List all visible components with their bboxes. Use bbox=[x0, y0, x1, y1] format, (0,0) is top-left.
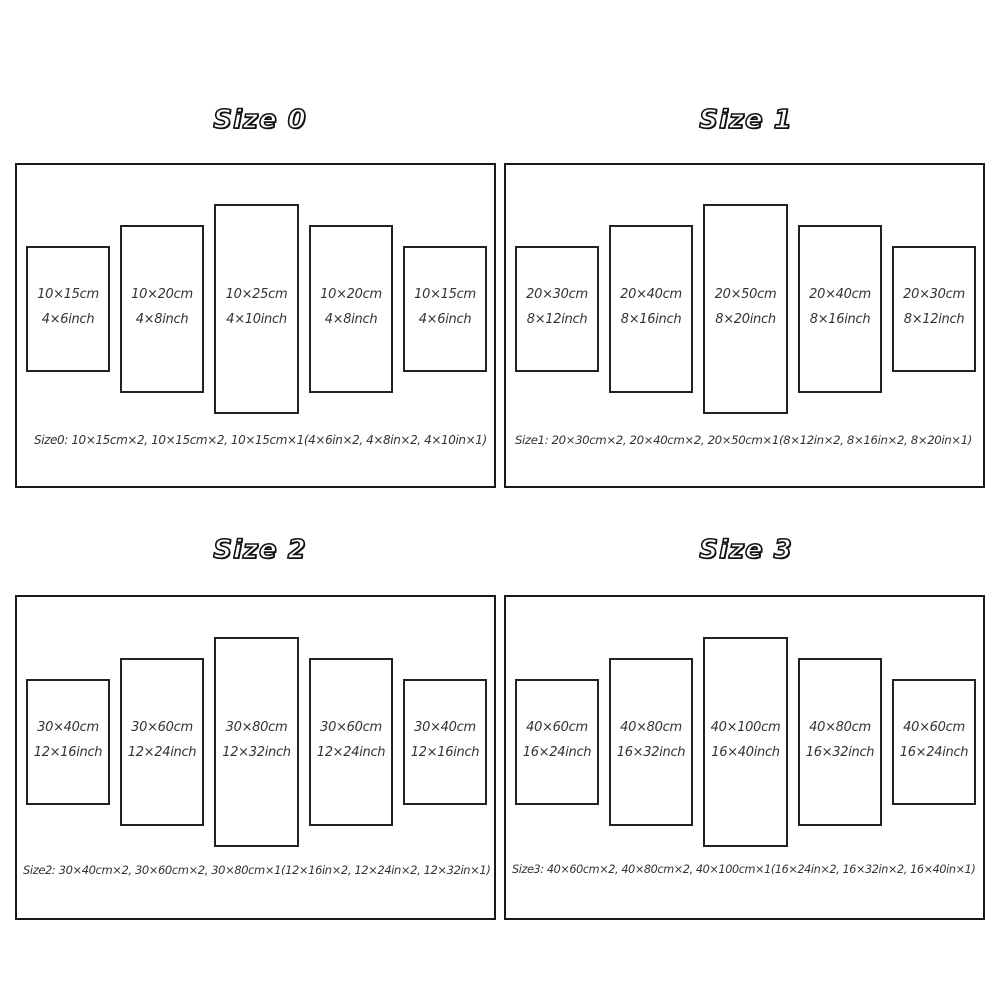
size-0-panel-4: 10×20cm 4×8inch bbox=[309, 225, 393, 393]
size-3-panel-5: 40×60cm 16×24inch bbox=[892, 679, 976, 805]
size-1-panel-1-cm: 20×30cm bbox=[526, 287, 588, 302]
size-1-panel-4-cm: 20×40cm bbox=[809, 287, 871, 302]
size-3-panel-3-cm: 40×100cm bbox=[710, 720, 781, 735]
size-3-panel-4: 40×80cm 16×32inch bbox=[798, 658, 882, 826]
size-1-panel-3: 20×50cm 8×20inch bbox=[703, 204, 788, 414]
size-0-panel-3: 10×25cm 4×10inch bbox=[214, 204, 299, 414]
size-3-panel-5-cm: 40×60cm bbox=[903, 720, 965, 735]
size-2-panel-3-cm: 30×80cm bbox=[225, 720, 288, 735]
size-0-summary: Size0: 10×15cm×2, 10×15cm×2, 10×15cm×1(4… bbox=[34, 433, 487, 447]
size-2-panel-5-inch: 12×16inch bbox=[410, 745, 480, 760]
size-1-panel-5-inch: 8×12inch bbox=[903, 312, 965, 327]
size-2-panel-1-inch: 12×16inch bbox=[33, 745, 103, 760]
size-0-panel-4-cm: 10×20cm bbox=[320, 287, 382, 302]
size-2-panel-1-cm: 30×40cm bbox=[37, 720, 99, 735]
size-2-frame: 30×40cm 12×16inch 30×60cm 12×24inch 30×8… bbox=[15, 595, 496, 920]
size-0-panel-2: 10×20cm 4×8inch bbox=[120, 225, 204, 393]
size-2-panel-2-cm: 30×60cm bbox=[131, 720, 193, 735]
size-3-panel-2: 40×80cm 16×32inch bbox=[609, 658, 693, 826]
section-title-size-2: Size 2 bbox=[212, 534, 307, 566]
size-2-panel-4-cm: 30×60cm bbox=[320, 720, 382, 735]
size-2-panel-2-inch: 12×24inch bbox=[127, 745, 197, 760]
size-2-panel-1: 30×40cm 12×16inch bbox=[26, 679, 110, 805]
size-1-panel-2-cm: 20×40cm bbox=[620, 287, 682, 302]
size-0-panel-5-cm: 10×15cm bbox=[414, 287, 476, 302]
size-3-panel-1-inch: 16×24inch bbox=[522, 745, 592, 760]
size-1-panel-1: 20×30cm 8×12inch bbox=[515, 246, 599, 372]
size-2-panel-4: 30×60cm 12×24inch bbox=[309, 658, 393, 826]
size-1-panel-4: 20×40cm 8×16inch bbox=[798, 225, 882, 393]
size-0-frame: 10×15cm 4×6inch 10×20cm 4×8inch 10×25cm … bbox=[15, 163, 496, 488]
size-3-panel-4-inch: 16×32inch bbox=[805, 745, 875, 760]
size-2-panel-5: 30×40cm 12×16inch bbox=[403, 679, 487, 805]
size-1-panel-5-cm: 20×30cm bbox=[903, 287, 965, 302]
size-0-panel-1: 10×15cm 4×6inch bbox=[26, 246, 110, 372]
size-1-panel-2-inch: 8×16inch bbox=[620, 312, 682, 327]
size-3-panel-3: 40×100cm 16×40inch bbox=[703, 637, 788, 847]
size-3-panel-2-cm: 40×80cm bbox=[620, 720, 682, 735]
size-0-panel-5: 10×15cm 4×6inch bbox=[403, 246, 487, 372]
size-1-frame: 20×30cm 8×12inch 20×40cm 8×16inch 20×50c… bbox=[504, 163, 985, 488]
size-2-panel-2: 30×60cm 12×24inch bbox=[120, 658, 204, 826]
size-1-panel-2: 20×40cm 8×16inch bbox=[609, 225, 693, 393]
section-title-size-3: Size 3 bbox=[698, 534, 793, 566]
size-1-summary: Size1: 20×30cm×2, 20×40cm×2, 20×50cm×1(8… bbox=[515, 433, 972, 447]
section-title-size-0: Size 0 bbox=[212, 104, 307, 136]
size-0-panel-1-inch: 4×6inch bbox=[41, 312, 95, 327]
size-2-panel-4-inch: 12×24inch bbox=[316, 745, 386, 760]
size-0-panel-4-inch: 4×8inch bbox=[324, 312, 378, 327]
size-3-panel-4-cm: 40×80cm bbox=[809, 720, 871, 735]
size-0-panel-3-cm: 10×25cm bbox=[225, 287, 288, 302]
size-2-panel-3-inch: 12×32inch bbox=[222, 745, 291, 760]
size-3-panel-5-inch: 16×24inch bbox=[899, 745, 969, 760]
size-3-panel-2-inch: 16×32inch bbox=[616, 745, 686, 760]
size-1-panel-3-cm: 20×50cm bbox=[714, 287, 777, 302]
size-1-panel-4-inch: 8×16inch bbox=[809, 312, 871, 327]
size-2-summary: Size2: 30×40cm×2, 30×60cm×2, 30×80cm×1(1… bbox=[23, 863, 491, 877]
size-1-panel-1-inch: 8×12inch bbox=[526, 312, 588, 327]
size-0-panel-5-inch: 4×6inch bbox=[418, 312, 472, 327]
size-0-panel-2-inch: 4×8inch bbox=[135, 312, 189, 327]
size-2-panel-5-cm: 30×40cm bbox=[414, 720, 476, 735]
size-0-panel-1-cm: 10×15cm bbox=[37, 287, 99, 302]
size-0-panel-2-cm: 10×20cm bbox=[131, 287, 193, 302]
section-title-size-1: Size 1 bbox=[698, 104, 793, 136]
size-1-panel-5: 20×30cm 8×12inch bbox=[892, 246, 976, 372]
size-1-panel-3-inch: 8×20inch bbox=[715, 312, 776, 327]
size-3-panel-1: 40×60cm 16×24inch bbox=[515, 679, 599, 805]
size-0-panel-3-inch: 4×10inch bbox=[226, 312, 287, 327]
size-2-panel-3: 30×80cm 12×32inch bbox=[214, 637, 299, 847]
size-3-panel-3-inch: 16×40inch bbox=[711, 745, 780, 760]
size-3-summary: Size3: 40×60cm×2, 40×80cm×2, 40×100cm×1(… bbox=[512, 863, 976, 876]
size-3-panel-1-cm: 40×60cm bbox=[526, 720, 588, 735]
size-3-frame: 40×60cm 16×24inch 40×80cm 16×32inch 40×1… bbox=[504, 595, 985, 920]
